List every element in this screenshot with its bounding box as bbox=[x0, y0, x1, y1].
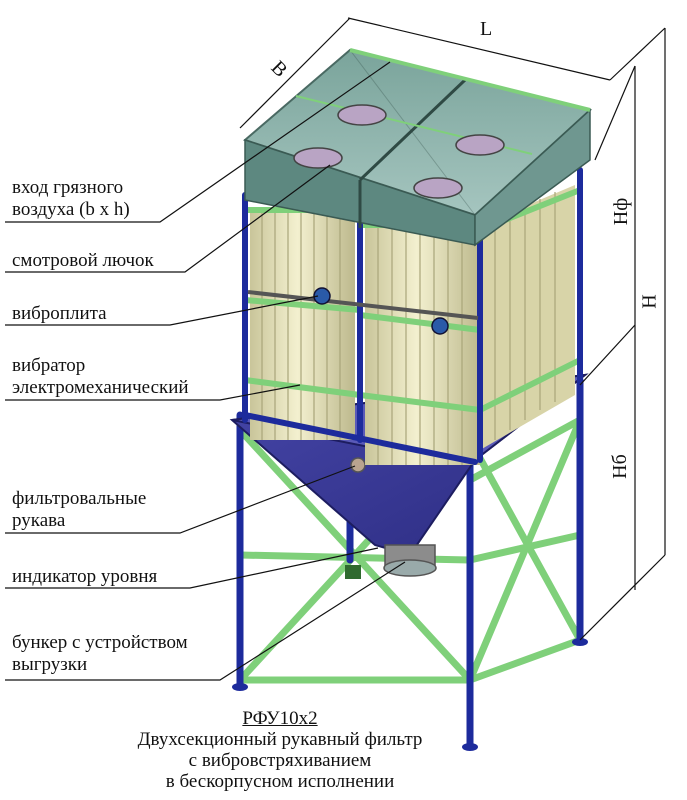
vibrator-device bbox=[313, 287, 331, 305]
dim-filter-height: Нф bbox=[610, 197, 633, 226]
level-indicator-device bbox=[350, 457, 366, 473]
caption-line-3: в бескорпусном исполнении bbox=[165, 771, 395, 792]
vibrator-device-2 bbox=[431, 317, 449, 335]
roof bbox=[242, 48, 593, 247]
caption-line-1: Двухсекционный рукавный фильтр bbox=[137, 729, 423, 750]
filter-bags bbox=[250, 185, 575, 465]
dim-total-height: Н bbox=[638, 294, 661, 309]
caption: РФУ10х2 Двухсекционный рукавный фильтр с… bbox=[100, 708, 460, 792]
caption-line-2: с вибровстряхиванием bbox=[188, 750, 372, 771]
label-level-indicator: индикатор уровня bbox=[12, 566, 158, 587]
dim-hopper-height: Нб bbox=[608, 454, 631, 479]
label-vibro-plate: виброплита bbox=[12, 303, 107, 324]
dimension-lines bbox=[239, 17, 666, 641]
leader-lines bbox=[5, 61, 406, 681]
caption-model: РФУ10х2 bbox=[242, 708, 318, 729]
label-inspection-hatch: смотровой лючок bbox=[12, 250, 154, 271]
label-hopper: бункер с устройством выгрузки bbox=[12, 632, 188, 675]
dim-length: L bbox=[480, 18, 493, 40]
dirty-air-inlet-ports bbox=[293, 104, 505, 199]
vibro-plate bbox=[247, 287, 479, 335]
label-vibrator: вибратор электромеханический bbox=[12, 355, 189, 398]
label-dirty-air-inlet: вход грязного воздуха (b x h) bbox=[12, 177, 130, 220]
label-filter-bags: фильтровальные рукава bbox=[12, 488, 147, 531]
